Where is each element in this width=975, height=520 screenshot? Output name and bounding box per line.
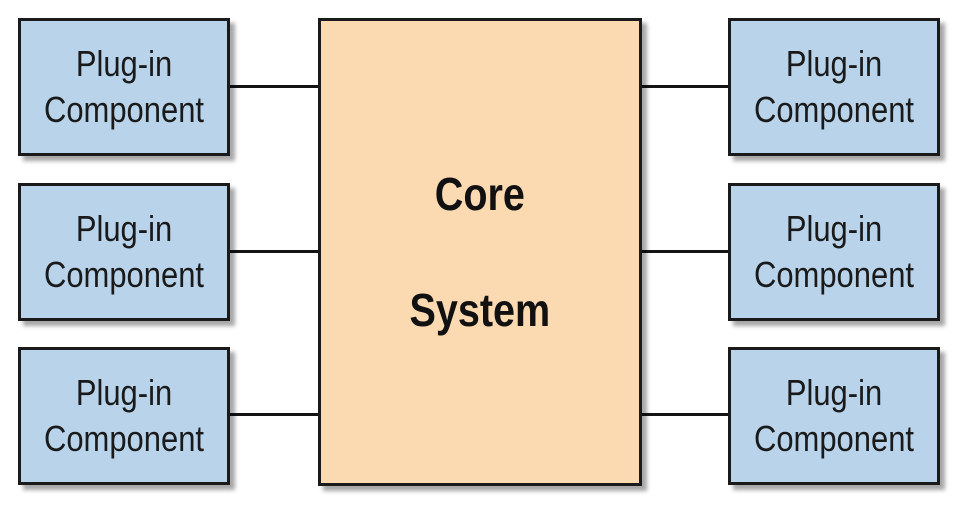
plugin-label: Plug-in Component xyxy=(35,206,212,298)
plugin-component-left-3: Plug-in Component xyxy=(18,347,230,485)
plugin-label: Plug-in Component xyxy=(745,370,922,462)
plugin-component-right-2: Plug-in Component xyxy=(728,183,940,321)
plugin-label: Plug-in Component xyxy=(745,41,922,133)
plugin-label-line2: Component xyxy=(43,418,205,459)
connector-left-3 xyxy=(230,413,320,416)
plugin-label: Plug-in Component xyxy=(745,206,922,298)
plugin-label-line2: Component xyxy=(43,254,205,295)
plugin-component-right-3: Plug-in Component xyxy=(728,347,940,485)
plugin-label-line1: Plug-in xyxy=(75,208,173,249)
plugin-label-line1: Plug-in xyxy=(785,372,883,413)
plugin-component-left-2: Plug-in Component xyxy=(18,183,230,321)
connector-right-2 xyxy=(640,250,730,253)
connector-right-1 xyxy=(640,85,730,88)
plugin-label-line1: Plug-in xyxy=(785,43,883,84)
plugin-label: Plug-in Component xyxy=(35,41,212,133)
plugin-component-left-1: Plug-in Component xyxy=(18,18,230,156)
plugin-label-line2: Component xyxy=(43,89,205,130)
plugin-label-line2: Component xyxy=(753,254,915,295)
core-system-box: Core System xyxy=(318,18,642,486)
plugin-label-line1: Plug-in xyxy=(75,372,173,413)
plugin-label-line2: Component xyxy=(753,418,915,459)
connector-left-1 xyxy=(230,85,320,88)
connector-left-2 xyxy=(230,250,320,253)
core-system-label: Core System xyxy=(410,107,551,397)
plugin-label-line1: Plug-in xyxy=(785,208,883,249)
plugin-label-line1: Plug-in xyxy=(75,43,173,84)
plugin-label-line2: Component xyxy=(753,89,915,130)
core-label-line1: Core xyxy=(434,168,526,220)
plugin-label: Plug-in Component xyxy=(35,370,212,462)
connector-right-3 xyxy=(640,413,730,416)
plugin-component-right-1: Plug-in Component xyxy=(728,18,940,156)
core-label-line2: System xyxy=(409,284,551,336)
